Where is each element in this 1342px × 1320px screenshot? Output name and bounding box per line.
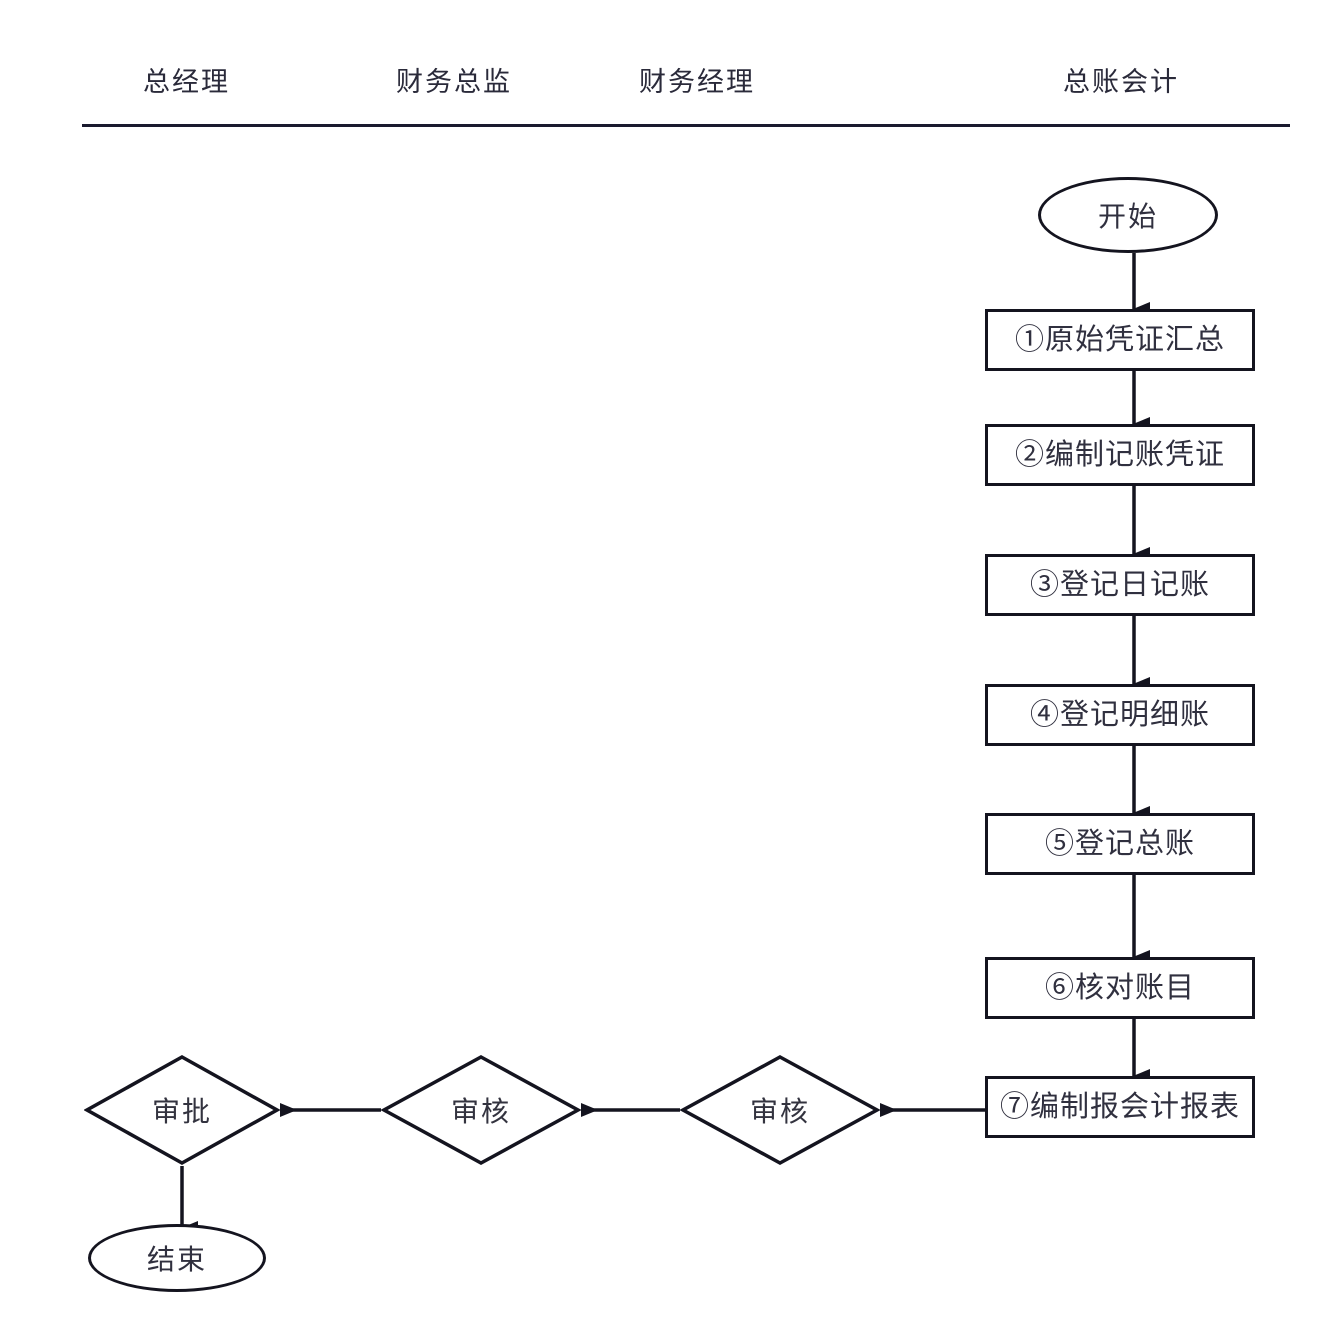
header-divider-rule (82, 124, 1290, 127)
terminator-start-label: 开始 (1097, 202, 1158, 233)
process-box-4-label: ④登记明细账 (1029, 698, 1210, 731)
process-box-6[interactable]: ⑥核对账目 (985, 957, 1255, 1019)
process-box-3-label: ③登记日记账 (1029, 568, 1210, 601)
lane-title-finance-director: 财务总监 (396, 67, 512, 97)
diamond-shape-icon (381, 1055, 581, 1165)
process-box-4[interactable]: ④登记明细账 (985, 684, 1255, 746)
decision-diamond-2-label: 审核 (450, 1097, 511, 1128)
decision-diamond-1[interactable]: 审核 (680, 1054, 880, 1166)
decision-diamond-2[interactable]: 审核 (381, 1054, 581, 1166)
lane-title-general-manager: 总经理 (143, 67, 230, 97)
process-box-7[interactable]: ⑦编制报会计报表 (985, 1076, 1255, 1138)
process-box-2-label: ②编制记账凭证 (1014, 438, 1225, 471)
diamond-shape-icon (84, 1054, 280, 1166)
lane-title-finance-manager: 财务经理 (639, 67, 755, 97)
process-box-5-label: ⑤登记总账 (1044, 827, 1195, 860)
process-box-2[interactable]: ②编制记账凭证 (985, 424, 1255, 486)
process-box-5[interactable]: ⑤登记总账 (985, 813, 1255, 875)
decision-diamond-3[interactable]: 审批 (84, 1054, 280, 1166)
decision-diamond-3-label: 审批 (151, 1097, 212, 1128)
diamond-shape-icon (680, 1055, 880, 1165)
terminator-end-label: 结束 (146, 1245, 207, 1276)
decision-diamond-1-label: 审核 (749, 1097, 810, 1128)
process-box-1-label: ①原始凭证汇总 (1014, 323, 1225, 356)
process-box-7-label: ⑦编制报会计报表 (999, 1090, 1240, 1123)
process-box-6-label: ⑥核对账目 (1044, 971, 1195, 1004)
terminator-end[interactable]: 结束 (88, 1224, 266, 1292)
process-box-1[interactable]: ①原始凭证汇总 (985, 309, 1255, 371)
process-box-3[interactable]: ③登记日记账 (985, 554, 1255, 616)
lane-title-general-ledger-accountant: 总账会计 (1063, 67, 1179, 97)
terminator-start[interactable]: 开始 (1038, 177, 1218, 253)
